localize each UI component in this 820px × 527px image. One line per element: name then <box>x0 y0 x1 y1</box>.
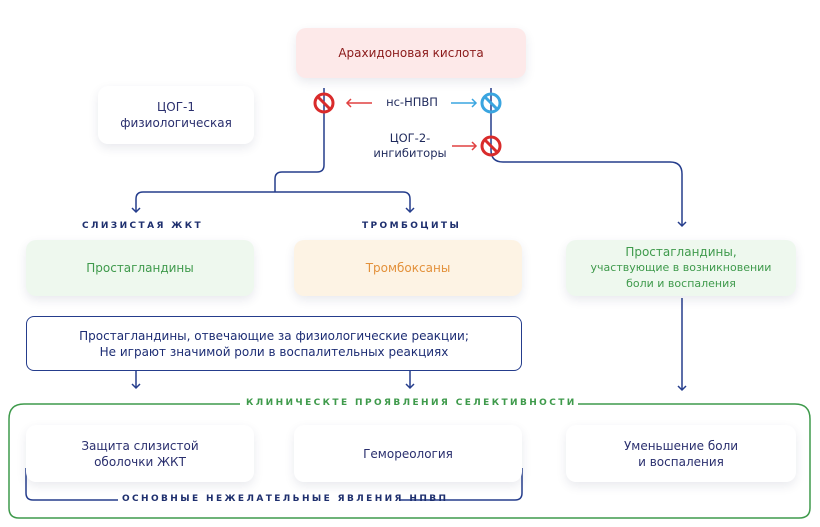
adverse-bracket-right <box>400 468 523 501</box>
prostaglandins-box: Простагландины <box>26 240 254 296</box>
cox1-title: ЦОГ-1 <box>156 100 196 114</box>
section-platelets-label: ТРОМБОЦИТЫ <box>362 221 462 231</box>
cox2-inhibitors-line1: ЦОГ-2- <box>389 131 431 145</box>
mucosa-protection-box: Защита слизистой оболочки ЖКТ <box>26 425 254 482</box>
physiological-pg-line1: Простагландины, отвечающие за физиологич… <box>79 328 469 343</box>
pain-reduction-box: Уменьшение боли и воспаления <box>566 425 796 482</box>
mucosa-branch-line <box>131 191 275 214</box>
inflammatory-pg-line3: боли и воспаления <box>626 277 736 290</box>
hemorheology-box: Гемореология <box>294 425 522 482</box>
physiological-pg-line2: Не играют значимой роли в воспалительных… <box>99 344 449 359</box>
prohibition-icon <box>480 135 502 157</box>
pain-reduction-line2: и воспаления <box>638 454 724 469</box>
cox1-pathway-line <box>274 88 325 192</box>
inflammatory-prostaglandins-box: Простагландины, участвующие в возникнове… <box>566 240 796 296</box>
physiological-prostaglandins-box: Простагландины, отвечающие за физиологич… <box>26 316 522 371</box>
inflammatory-pg-line2: участвующие в возникновении <box>590 261 772 274</box>
arachidonic-acid-box: Арахидоновая кислота <box>296 28 526 78</box>
mucosa-protection-line1: Защита слизистой <box>81 438 199 453</box>
adverse-bracket <box>25 468 118 501</box>
nsaid-label: нс-НПВП <box>386 95 438 109</box>
inflammatory-pg-line1: Простагландины, <box>625 245 737 259</box>
adverse-effects-label: ОСНОВНЫЕ НЕЖЕЛАТЕЛЬНЫЕ ЯВЛЕНИЯ НПВП <box>122 494 449 504</box>
cox2-inhibitors-label: ЦОГ-2- ингибиторы <box>368 131 452 161</box>
arachidonic-acid-label: Арахидоновая кислота <box>338 46 484 60</box>
pain-reduction-line1: Уменьшение боли <box>623 438 739 453</box>
mucosa-protection-line2: оболочки ЖКТ <box>94 454 186 469</box>
section-mucosa-label: СЛИЗИСТАЯ ЖКТ <box>82 221 204 231</box>
thromboxanes-box: Тромбоксаны <box>294 240 522 296</box>
cox1-subtitle: физиологическая <box>120 116 232 130</box>
hemorheology-label: Гемореология <box>363 446 453 461</box>
platelets-branch-line <box>275 191 415 214</box>
prostaglandins-label: Простагландины <box>86 261 194 275</box>
prohibition-icon <box>480 92 502 114</box>
cox1-box: ЦОГ-1 физиологическая <box>98 86 254 144</box>
thromboxanes-label: Тромбоксаны <box>365 261 451 275</box>
clinical-frame <box>8 403 811 519</box>
prohibition-icon <box>313 92 335 114</box>
clinical-section-title: КЛИНИЧЕСКТЕ ПРОЯВЛЕНИЯ СЕЛЕКТИВНОСТИ <box>246 398 577 408</box>
cox2-inhibitors-line2: ингибиторы <box>373 146 447 160</box>
cox2-pathway-line <box>490 88 687 228</box>
